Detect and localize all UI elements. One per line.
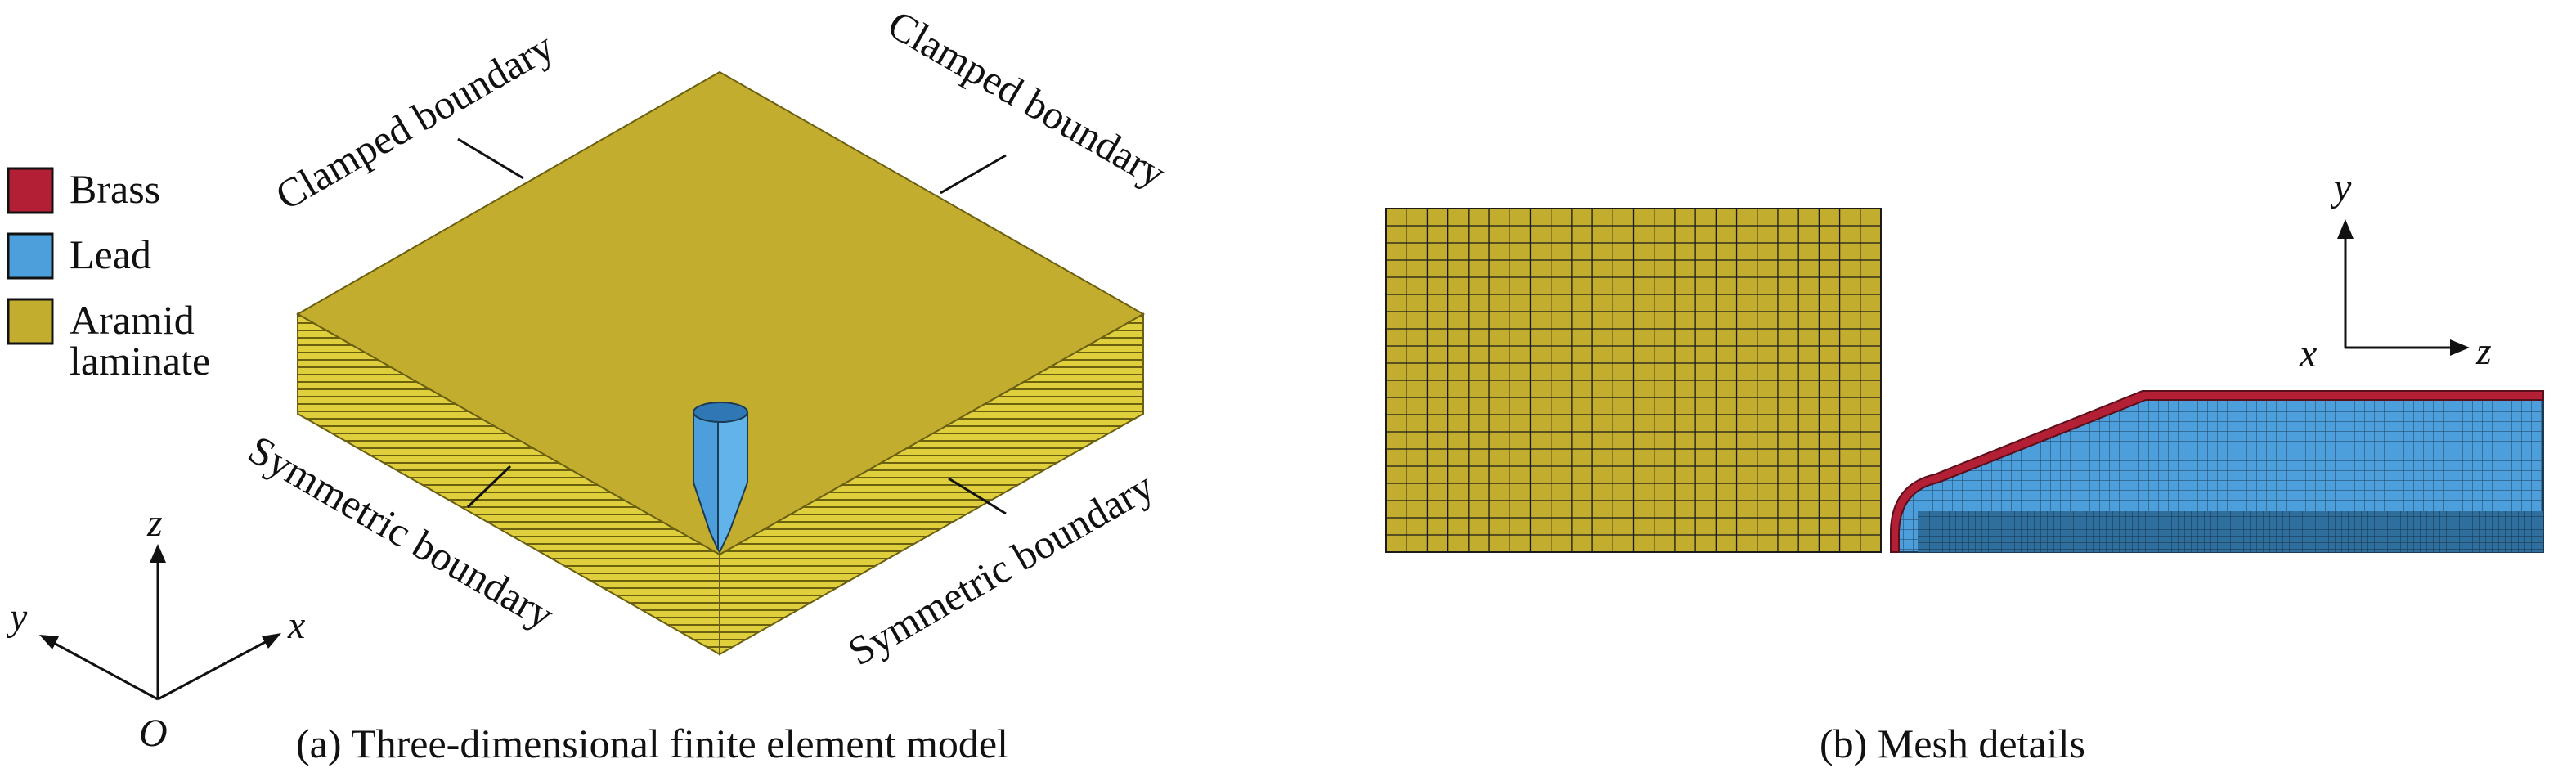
- leader-clamped-left: [457, 137, 524, 180]
- projectile-top-cap: [693, 402, 748, 423]
- brass-jacket: [1890, 390, 2544, 553]
- x-axis-label: x: [287, 604, 305, 647]
- label-clamped-right: Clamped boundary: [881, 1, 1174, 196]
- y-axis: [50, 640, 159, 701]
- laminate-block: [295, 70, 1146, 656]
- legend-swatch-aramid: [7, 298, 54, 345]
- legend: Brass Lead Aramid laminate: [7, 166, 210, 384]
- y-axis-arrowhead: [39, 635, 59, 649]
- legend-item-lead: Lead: [7, 231, 151, 280]
- legend-item-brass: Brass: [7, 166, 160, 214]
- mesh-z-axis-label: z: [2475, 330, 2492, 373]
- z-axis-arrowhead: [150, 544, 166, 563]
- leader-clamped-right: [940, 154, 1007, 195]
- mesh-y-axis-label: y: [2330, 166, 2352, 209]
- leader-symmetric-right: [948, 477, 1007, 515]
- leader-symmetric-left: [466, 465, 512, 509]
- axes-2d: y z x: [2299, 166, 2492, 375]
- origin-label: O: [139, 712, 168, 755]
- legend-item-aramid-laminate: Aramid laminate: [7, 297, 210, 384]
- x-axis-arrowhead: [262, 633, 281, 649]
- laminate-mesh-grid: [1386, 209, 1881, 552]
- mesh-z-axis-arrowhead: [2450, 339, 2470, 356]
- y-axis-label: y: [6, 595, 28, 639]
- mesh-y-axis-arrowhead: [2337, 219, 2354, 239]
- mesh-x-axis-label: x: [2299, 332, 2317, 375]
- lead-dense-mesh-band: [1918, 511, 2543, 552]
- x-axis: [157, 638, 271, 701]
- axes-triad-3d: z y x O: [6, 501, 305, 755]
- laminate-mesh-view: [1385, 208, 1882, 553]
- legend-label-brass: Brass: [70, 166, 160, 212]
- legend-swatch-brass: [7, 167, 54, 214]
- projectile-mesh-view: [1890, 390, 2544, 553]
- z-axis-label: z: [146, 501, 163, 545]
- legend-swatch-lead: [7, 232, 54, 280]
- legend-label-aramid: Aramid laminate: [70, 297, 210, 384]
- caption-b: (b) Mesh details: [1820, 721, 2085, 766]
- caption-a: (a) Three-dimensional finite element mod…: [296, 721, 1008, 766]
- legend-label-lead: Lead: [70, 231, 151, 277]
- laminate-right-side: [719, 312, 1144, 656]
- projectile: [693, 402, 748, 555]
